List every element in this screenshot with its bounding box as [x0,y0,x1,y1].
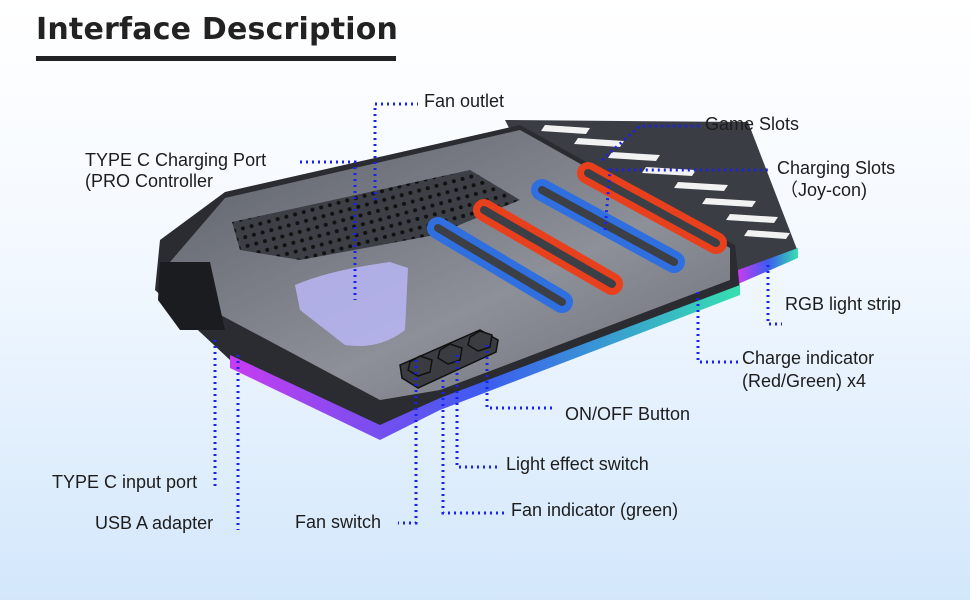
label-light-effect: Light effect switch [506,454,649,474]
label-typec-charging-sub: (PRO Controller [85,171,214,191]
label-charging-slots-sub: （Joy-con) [780,180,868,200]
controller-stand [295,262,408,346]
callout-lines [213,102,782,530]
label-fan-indicator: Fan indicator (green) [511,500,679,520]
label-fan-outlet: Fan outlet [424,91,505,111]
label-rgb-strip: RGB light strip [785,294,902,314]
label-fan-switch: Fan switch [295,512,382,532]
label-on-off: ON/OFF Button [565,404,691,424]
page-title: Interface Description [36,12,399,47]
fan-grille [232,170,520,260]
label-typec-input: TYPE C input port [52,472,198,492]
fan-switch-button [407,355,433,377]
label-charge-indicator: Charge indicator [742,348,875,368]
label-charge-indicator-sub: (Red/Green) x4 [742,371,867,391]
label-usb-a: USB A adapter [95,513,214,533]
label-charging-slots: Charging Slots [777,158,896,178]
title-underline [36,56,396,61]
button-panel [399,329,499,389]
label-typec-charging: TYPE C Charging Port [85,150,267,170]
label-game-slots: Game Slots [705,114,800,134]
light-effect-button [437,343,463,365]
